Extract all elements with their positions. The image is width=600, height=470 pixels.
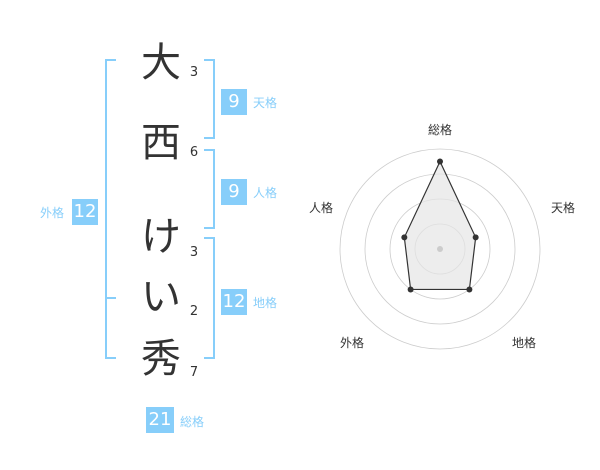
stroke-count-4: 2	[189, 304, 199, 319]
radar-point-3	[407, 286, 414, 293]
radar-point-4	[401, 234, 408, 241]
jinkaku-bracket	[204, 149, 215, 229]
radar-ring-4	[339, 148, 541, 350]
name-char-2: 西	[141, 120, 181, 166]
soukaku-label: 総格	[180, 415, 205, 429]
radar-label-soukaku: 総格	[427, 123, 452, 137]
soukaku-value: 21	[146, 407, 174, 433]
name-char-4: い	[141, 274, 181, 320]
radar-center	[437, 246, 443, 252]
tenkaku-label: 天格	[253, 96, 278, 110]
gaikaku-value: 12	[72, 199, 98, 225]
gaikaku-label: 外格	[40, 206, 65, 220]
radar-label-chikaku: 地格	[511, 336, 536, 350]
radar-label-tenkaku: 天格	[550, 201, 575, 215]
radar-point-1	[472, 234, 479, 241]
radar-point-2	[466, 286, 473, 293]
tenkaku-value: 9	[221, 89, 247, 115]
name-char-1: 大	[141, 40, 181, 86]
name-char-3: け	[141, 214, 181, 260]
radar-polygon	[403, 160, 477, 291]
chikaku-value: 12	[221, 289, 247, 315]
stroke-count-5: 7	[189, 365, 199, 380]
jinkaku-value: 9	[221, 179, 247, 205]
radar-label-jinkaku: 人格	[308, 201, 333, 215]
radar-label-gaikaku: 外格	[339, 336, 364, 350]
stroke-count-3: 3	[189, 245, 199, 260]
chikaku-bracket	[204, 237, 215, 359]
jinkaku-label: 人格	[253, 186, 278, 200]
gaikaku-bracket	[105, 59, 116, 359]
tenkaku-bracket	[204, 59, 215, 139]
radar-point-0	[437, 158, 443, 165]
chikaku-label: 地格	[253, 296, 278, 310]
stroke-count-1: 3	[189, 65, 199, 80]
stroke-count-2: 6	[189, 145, 199, 160]
name-char-5: 秀	[141, 336, 181, 382]
